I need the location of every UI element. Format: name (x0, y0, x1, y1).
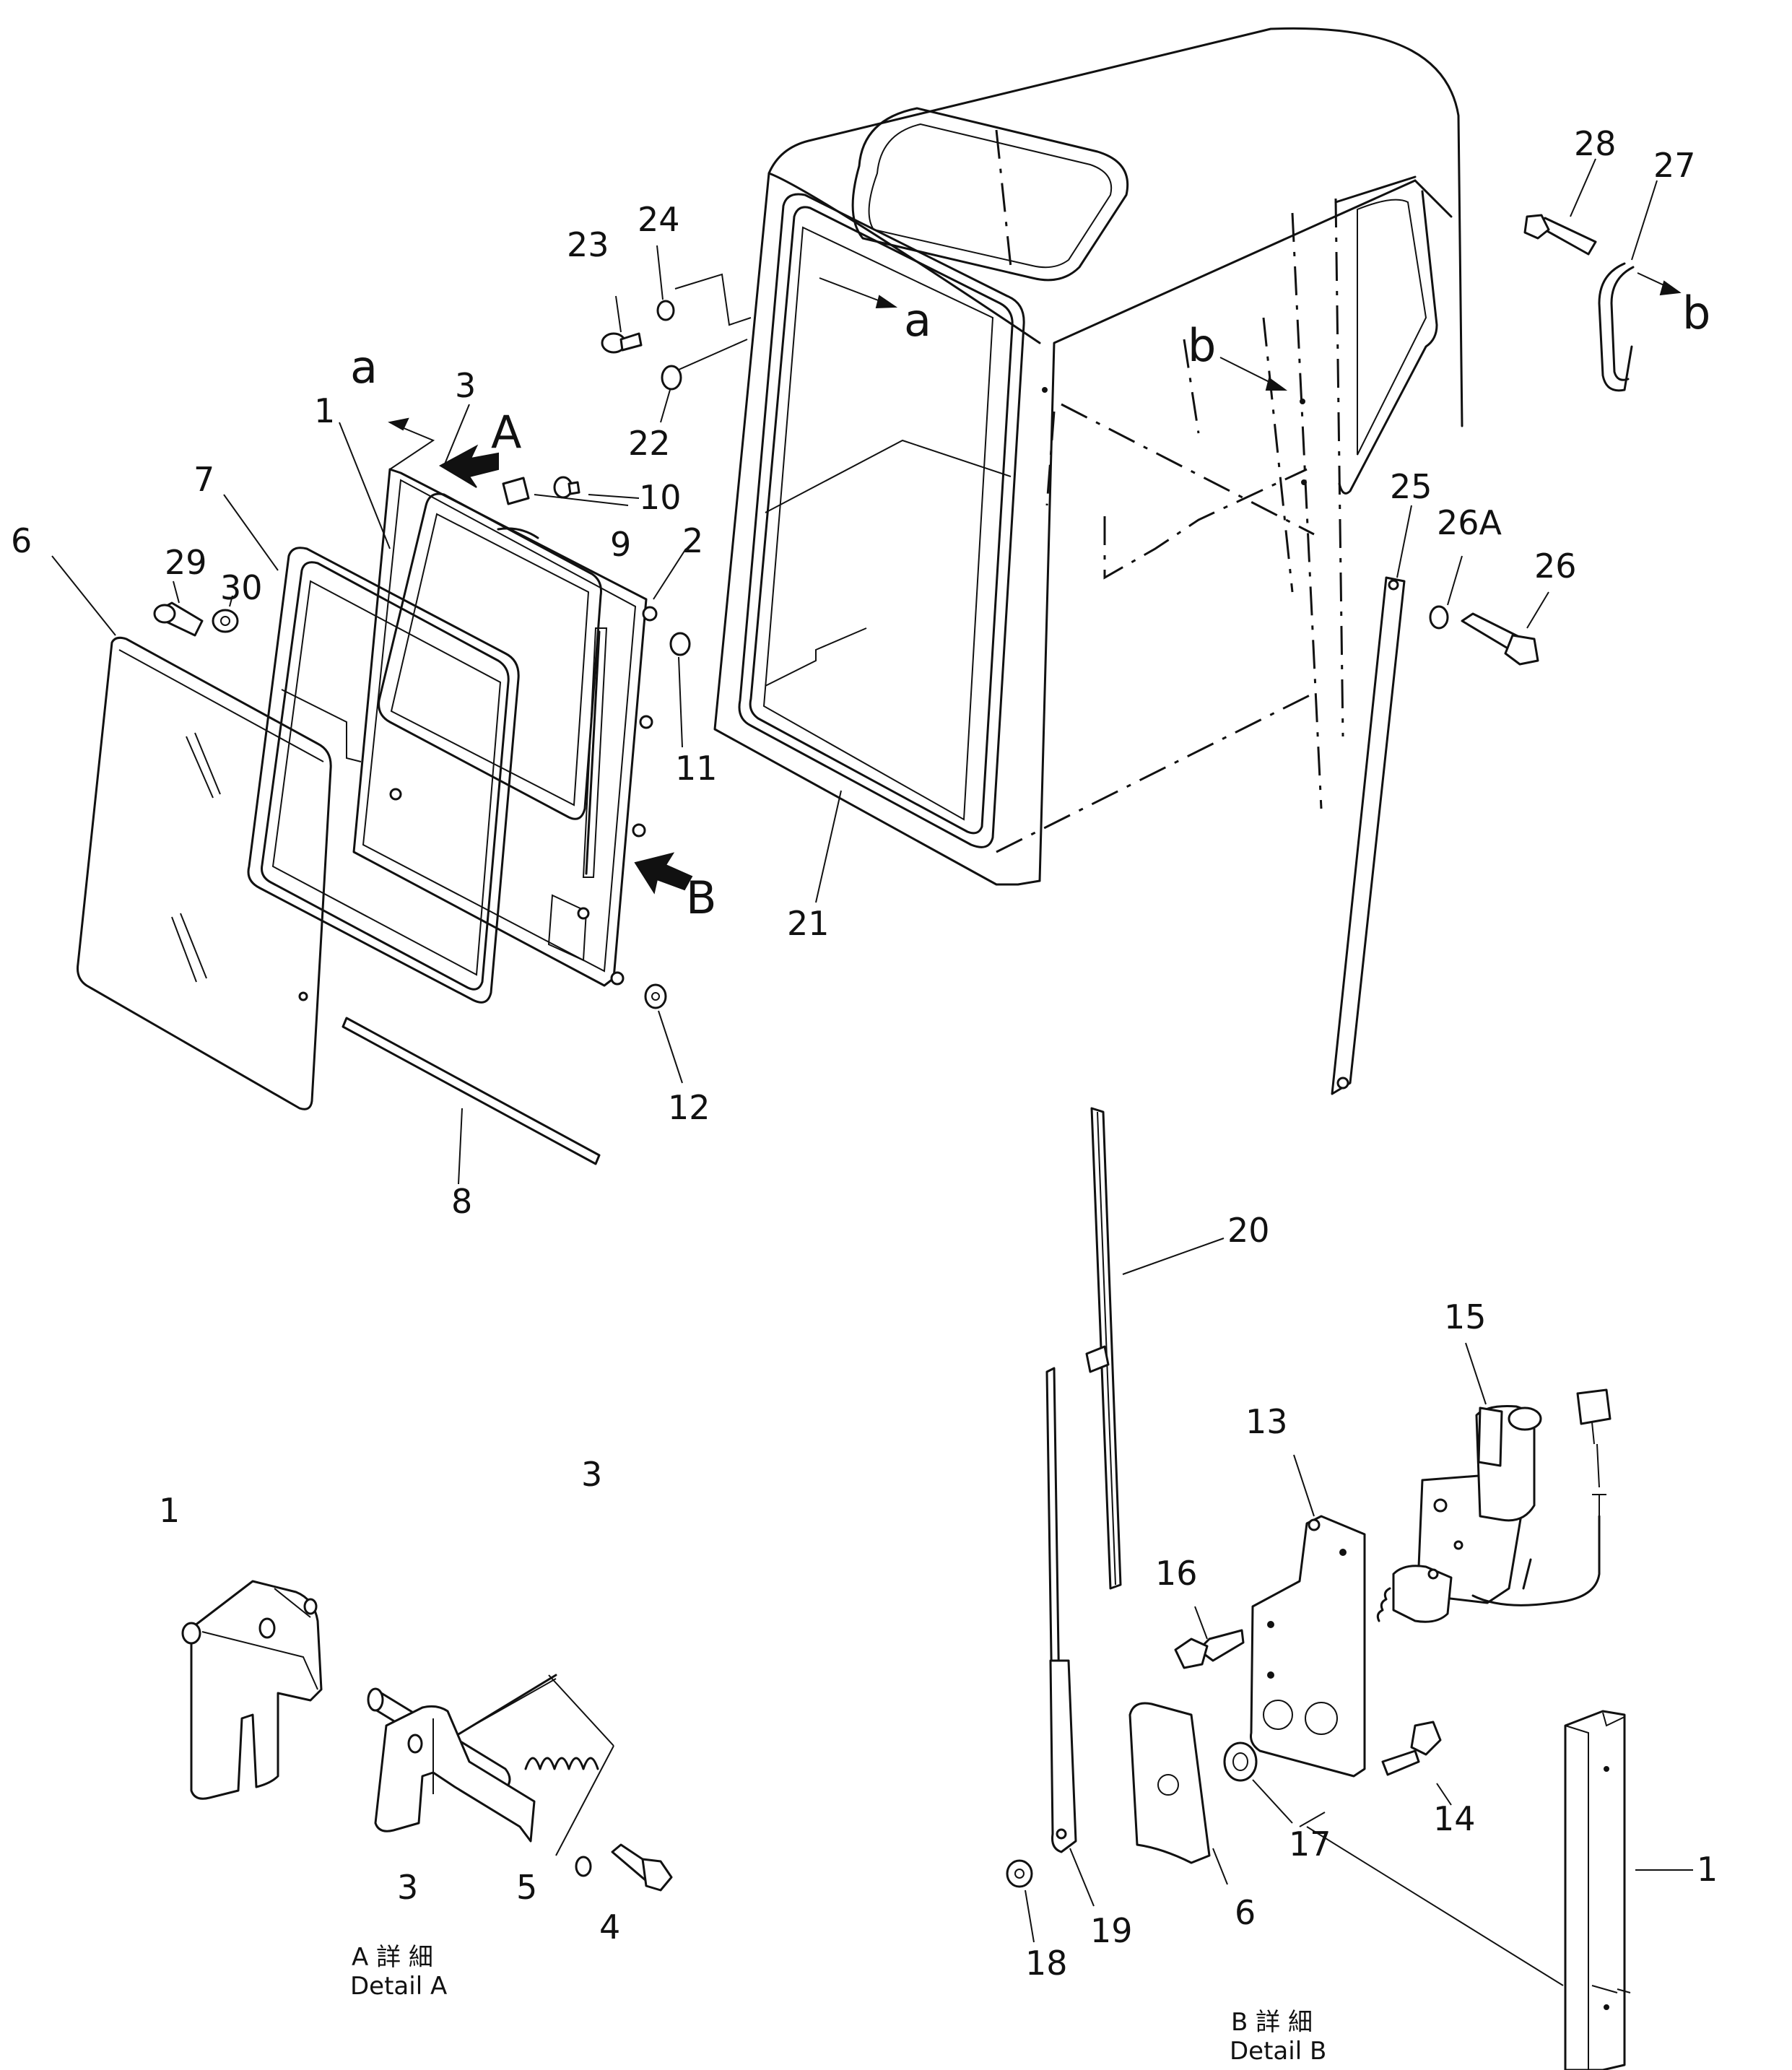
detail-a-label-3-lower: 3 (397, 1868, 418, 1907)
leader-lines (51, 158, 1658, 1084)
stay-rod (1331, 214, 1682, 1095)
label-30: 30 (220, 568, 263, 607)
label-b-cab: b (1188, 319, 1216, 372)
detail-b-label-6: 6 (1235, 1893, 1256, 1932)
glass-pane (77, 636, 332, 1110)
label-2: 2 (682, 521, 703, 560)
detail-b-caption-en: Detail B (1230, 2037, 1326, 2066)
detail-b-caption-jp: B 詳 細 (1231, 2008, 1313, 2037)
detail-b-label-1: 1 (1697, 1850, 1718, 1889)
detail-b-label-17: 17 (1289, 1825, 1331, 1864)
detail-a-label-5: 5 (516, 1868, 537, 1907)
detail-b-label-14: 14 (1433, 1799, 1476, 1838)
label-26A: 26A (1437, 503, 1502, 542)
detail-a-label-1: 1 (159, 1491, 180, 1530)
detail-b-label-19: 19 (1090, 1911, 1133, 1950)
label-arrow-B: B (686, 871, 717, 924)
label-21: 21 (787, 904, 830, 943)
detail-b-label-15: 15 (1444, 1297, 1487, 1336)
label-28: 28 (1574, 124, 1617, 163)
label-1: 1 (314, 391, 335, 430)
label-29: 29 (165, 543, 207, 582)
label-26: 26 (1534, 547, 1577, 586)
label-a-upper: a (350, 341, 378, 393)
label-25: 25 (1390, 467, 1432, 506)
label-10: 10 (639, 478, 682, 517)
label-11: 11 (675, 749, 718, 788)
detail-b-label-16: 16 (1155, 1554, 1198, 1593)
label-a-cab: a (904, 294, 931, 347)
detail-a-caption-jp: A 詳 細 (352, 1943, 433, 1972)
cab-body (713, 27, 1463, 903)
upper-hardware (153, 273, 752, 1009)
label-9: 9 (610, 525, 631, 564)
label-27: 27 (1653, 146, 1696, 185)
door-frame (352, 417, 693, 987)
label-b-rod: b (1682, 287, 1710, 339)
detail-a-labels: 1 3 3 5 4 A 詳 細 Detail A (159, 1455, 620, 2001)
label-22: 22 (628, 424, 671, 463)
detail-b-label-18: 18 (1025, 1944, 1068, 1983)
detail-a-caption-en: Detail A (350, 1972, 447, 2001)
detail-b (1006, 1107, 1693, 2070)
label-8: 8 (451, 1182, 472, 1221)
label-6: 6 (11, 521, 32, 560)
label-arrow-A: A (491, 406, 521, 458)
callout-labels: 6 7 1 3 a A 9 10 2 29 30 11 B 12 8 21 23… (11, 124, 1710, 1221)
label-3: 3 (455, 366, 476, 405)
weather-strip (342, 1017, 601, 1185)
label-23: 23 (567, 225, 609, 264)
detail-b-label-13: 13 (1245, 1402, 1288, 1441)
detail-a (181, 1580, 673, 1892)
label-7: 7 (193, 460, 214, 499)
detail-a-label-3-upper: 3 (581, 1455, 602, 1494)
label-12: 12 (668, 1088, 710, 1127)
detail-a-label-4: 4 (599, 1908, 620, 1947)
panel-frame-seal (247, 547, 520, 1004)
detail-b-labels: 20 15 13 16 14 17 1 6 19 18 B 詳 細 Detail… (1025, 1211, 1718, 2066)
detail-b-label-20: 20 (1227, 1211, 1270, 1250)
label-24: 24 (638, 200, 680, 239)
